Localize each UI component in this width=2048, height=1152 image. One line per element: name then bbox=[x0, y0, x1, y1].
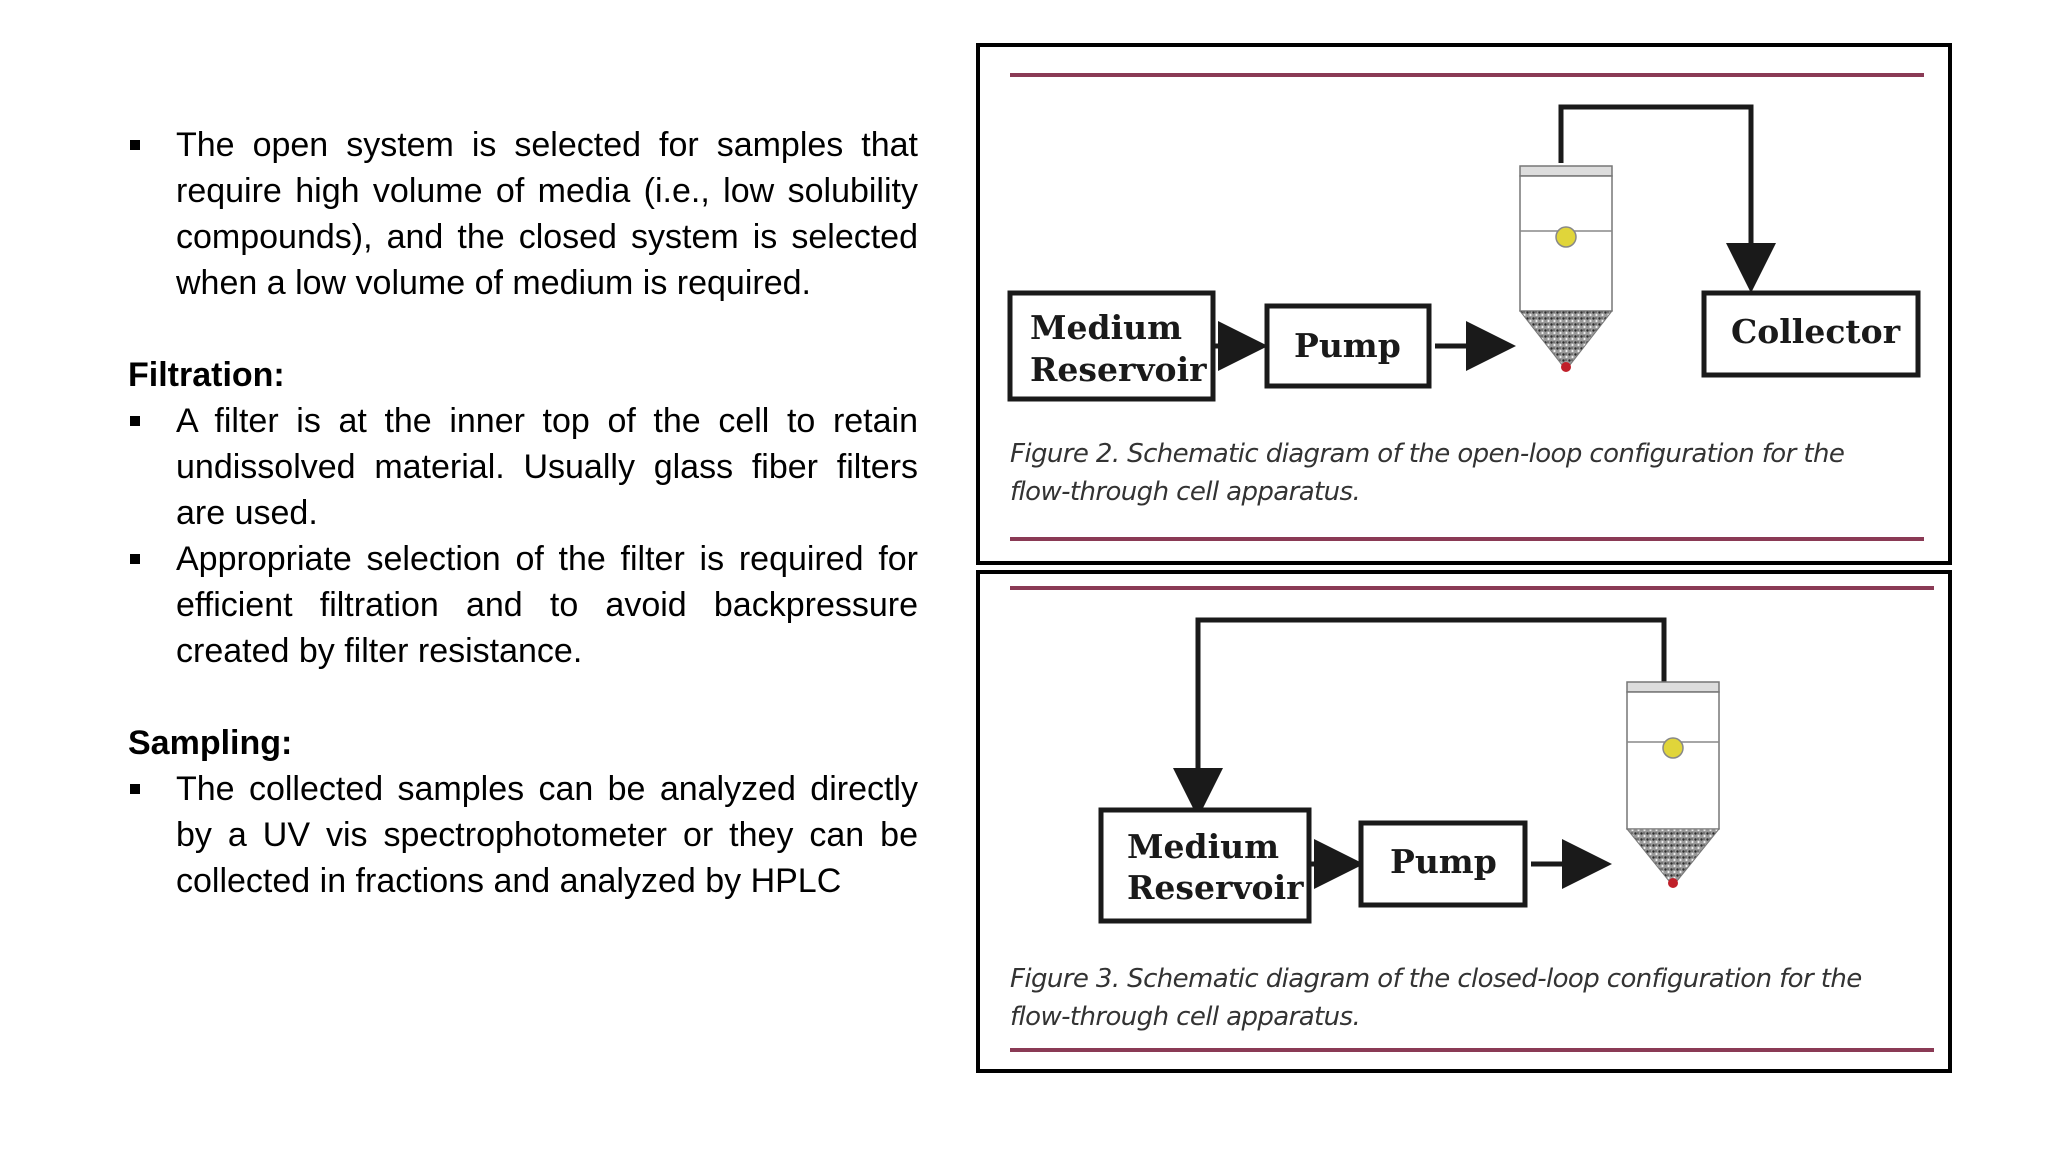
medium-label-line1: Medium bbox=[1030, 308, 1182, 347]
figure-3-caption: Figure 3. Schematic diagram of the close… bbox=[1010, 960, 1910, 1036]
bead bbox=[1555, 226, 1577, 248]
medium-label-line2: Reservoir bbox=[1127, 868, 1304, 907]
caption-line: flow-through cell apparatus. bbox=[1010, 477, 1361, 507]
bullet-text: The open system is selected for samples … bbox=[176, 126, 918, 302]
caption-line: flow-through cell apparatus. bbox=[1010, 1002, 1361, 1032]
pump-label: Pump bbox=[1390, 842, 1497, 881]
bullet-square-icon bbox=[130, 140, 140, 150]
bead bbox=[1662, 737, 1684, 759]
filtration-heading: Filtration: bbox=[128, 356, 285, 394]
collector-label: Collector bbox=[1731, 312, 1901, 351]
text-column: The open system is selected for samples … bbox=[128, 122, 918, 904]
pump-box bbox=[1264, 303, 1432, 389]
caption-line: Figure 2. Schematic diagram of the open-… bbox=[1010, 439, 1845, 469]
open-loop-figure: Medium Reservoir Pump Collector Figure 2… bbox=[976, 43, 1952, 565]
filtration-bullet-list: A filter is at the inner top of the cell… bbox=[128, 398, 918, 674]
bullet-text: The collected samples can be analyzed di… bbox=[176, 770, 918, 900]
list-item: The open system is selected for samples … bbox=[128, 122, 918, 306]
list-item: Appropriate selection of the filter is r… bbox=[128, 536, 918, 674]
sampling-bullet-list: The collected samples can be analyzed di… bbox=[128, 766, 918, 904]
pump-label: Pump bbox=[1294, 326, 1401, 365]
bullet-square-icon bbox=[130, 416, 140, 426]
closed-loop-diagram: Medium Reservoir Pump bbox=[1010, 586, 1934, 1052]
arrow-cell-to-collector bbox=[1558, 104, 1776, 293]
outlet-dot bbox=[1668, 878, 1678, 888]
pump-box bbox=[1358, 820, 1528, 908]
caption-line: Figure 3. Schematic diagram of the close… bbox=[1010, 964, 1862, 994]
intro-bullet-list: The open system is selected for samples … bbox=[128, 122, 918, 306]
open-loop-diagram: Medium Reservoir Pump Collector bbox=[1007, 73, 1924, 541]
bullet-text: A filter is at the inner top of the cell… bbox=[176, 402, 918, 532]
flow-cell-icon bbox=[1518, 165, 1614, 372]
list-item: The collected samples can be analyzed di… bbox=[128, 766, 918, 904]
figure-2-caption: Figure 2. Schematic diagram of the open-… bbox=[1010, 435, 1910, 511]
collector-box bbox=[1701, 290, 1921, 378]
list-item: A filter is at the inner top of the cell… bbox=[128, 398, 918, 536]
arrow-cell-to-reservoir bbox=[1173, 617, 1667, 818]
bullet-square-icon bbox=[130, 554, 140, 564]
outlet-dot bbox=[1561, 362, 1571, 372]
closed-loop-figure: Medium Reservoir Pump Figure 3. Schemati… bbox=[976, 570, 1952, 1073]
sampling-heading: Sampling: bbox=[128, 724, 293, 762]
bullet-square-icon bbox=[130, 784, 140, 794]
bullet-text: Appropriate selection of the filter is r… bbox=[176, 540, 918, 670]
medium-label-line2: Reservoir bbox=[1030, 350, 1207, 389]
flow-cell-icon bbox=[1625, 681, 1721, 888]
medium-reservoir-box bbox=[1098, 807, 1312, 924]
medium-label-line1: Medium bbox=[1127, 827, 1279, 866]
